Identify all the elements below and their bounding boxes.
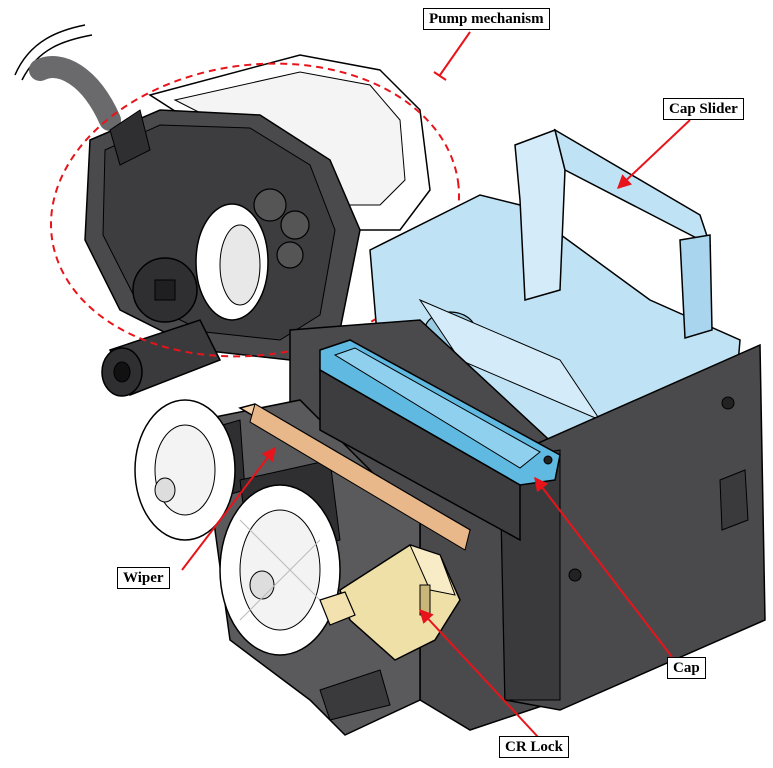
pump-mechanism-outline	[49, 62, 461, 358]
gear-wheel-illustration	[134, 399, 341, 656]
cap-label: Cap	[667, 657, 706, 679]
wiper-callout-line	[181, 446, 276, 571]
cap-illustration	[319, 339, 561, 542]
hose-illustration	[14, 24, 121, 131]
cr-lock-callout-line	[419, 608, 539, 738]
cap-slider-label: Cap Slider	[663, 98, 744, 120]
pump-callout-line	[439, 31, 471, 76]
wiper-label: Wiper	[117, 567, 170, 589]
cr-lock-illustration	[319, 544, 461, 661]
callout-lines	[181, 31, 691, 738]
pump-mechanism-label: Pump mechanism	[423, 8, 550, 30]
cap-slider-callout-line	[616, 119, 691, 189]
pump-callout-tick	[433, 71, 447, 81]
pump-mechanism-illustration	[84, 109, 361, 397]
cr-lock-label: CR Lock	[499, 736, 569, 758]
wiper-illustration	[238, 403, 472, 551]
cap-callout-line	[534, 476, 673, 658]
